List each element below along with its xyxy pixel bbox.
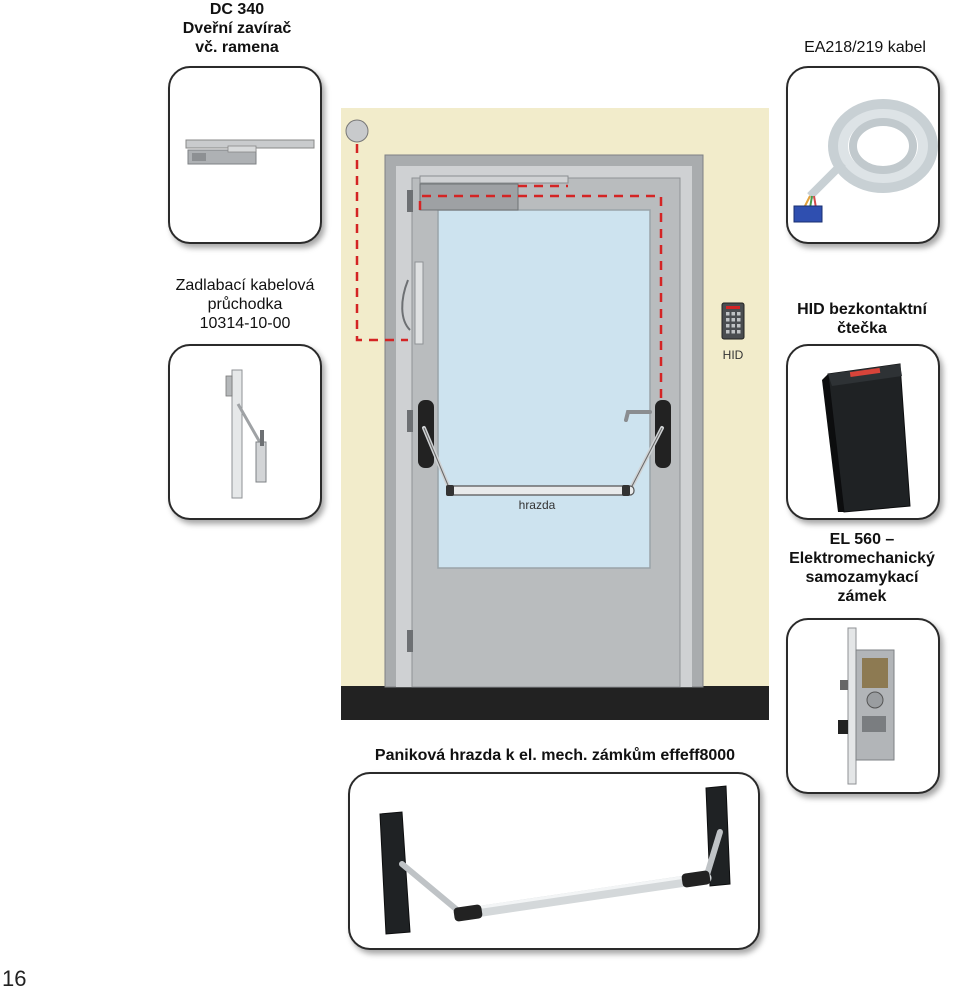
lock-label: EL 560 – Elektromechanický samozamykací … — [772, 530, 952, 606]
cable-card — [786, 66, 940, 244]
panic-right-arm-edge — [629, 427, 663, 491]
reader-label: HID bezkontaktní čtečka — [782, 300, 942, 338]
panic-left-arm-edge — [423, 427, 451, 491]
door-closer-image — [185, 139, 315, 165]
panic-bar-tube — [447, 485, 635, 496]
passage-label-line-3: 10314-10-00 — [199, 315, 291, 332]
passage-label-line-1: Zadlabací kabelová — [175, 277, 315, 294]
closer-label-line-3: vč. ramena — [195, 39, 279, 56]
reader-card — [786, 344, 940, 520]
door-lever-handle — [624, 410, 652, 422]
reader-label-line-1: HID bezkontaktní — [797, 301, 927, 318]
door-closer-body — [419, 183, 519, 211]
panic-bar-label-text: Paniková hrazda k el. mech. zámkům effef… — [374, 747, 736, 764]
panic-bar-collar-left — [446, 485, 454, 496]
door-bar-label: hrazda — [519, 498, 556, 512]
panic-bar-image — [379, 785, 731, 935]
keypad-label: HID — [723, 348, 744, 362]
closer-label-line-2: Dveřní zavírač — [182, 20, 292, 37]
reader-label-line-2: čtečka — [837, 320, 887, 337]
door-closer-arm — [419, 175, 569, 184]
door-cable-passage — [414, 261, 424, 345]
lock-card — [786, 618, 940, 794]
wall-sensor — [345, 119, 369, 143]
panic-bar-collar-right — [622, 485, 630, 496]
cable-label-text: EA218/219 kabel — [804, 39, 926, 56]
hinge-mid — [407, 410, 413, 432]
keypad-buttons — [726, 312, 741, 334]
lock-label-line-1: EL 560 – — [829, 531, 895, 548]
wiring-top — [418, 194, 663, 400]
keypad-led — [726, 306, 740, 309]
door-cable-loop — [401, 279, 411, 331]
hinge-bottom — [407, 630, 413, 652]
cable-image — [793, 99, 938, 223]
passage-card — [168, 344, 322, 520]
closer-label-line-1: DC 340 — [209, 1, 265, 18]
lock-label-line-2: Elektromechanický — [789, 550, 935, 567]
wiring-left — [355, 144, 408, 342]
closer-label: DC 340 Dveřní zavírač vč. ramena — [172, 0, 302, 57]
cable-label: EA218/219 kabel — [780, 38, 950, 57]
floor — [341, 686, 769, 720]
cable-passage-image — [225, 369, 267, 499]
passage-label-line-2: průchodka — [207, 296, 283, 313]
door-glass — [437, 209, 651, 569]
hid-reader-image — [822, 363, 911, 513]
closer-card — [168, 66, 322, 244]
panic-bar-card — [348, 772, 760, 950]
panic-bar-label: Paniková hrazda k el. mech. zámkům effef… — [340, 746, 770, 765]
page-number: 16 — [2, 966, 27, 991]
el560-lock-image — [838, 627, 895, 785]
panic-right-endcap — [655, 400, 671, 468]
lock-label-line-4: zámek — [837, 588, 887, 605]
hinge-top — [407, 190, 413, 212]
lock-label-line-3: samozamykací — [805, 569, 919, 586]
passage-label: Zadlabací kabelová průchodka 10314-10-00 — [160, 276, 330, 333]
